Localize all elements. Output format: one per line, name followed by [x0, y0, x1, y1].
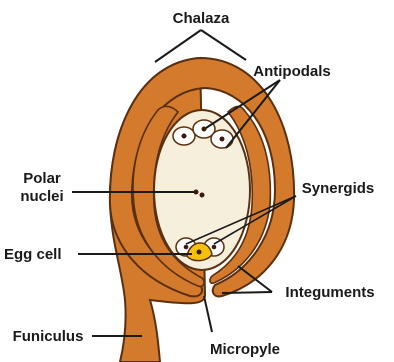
- integuments-leader: [222, 292, 272, 293]
- antipodals-label: Antipodals: [253, 63, 331, 80]
- antipodal-nucleus: [220, 137, 225, 142]
- chalaza-label: Chalaza: [173, 10, 230, 27]
- polar-nucleus: [194, 190, 199, 195]
- egg-cell-label: Egg cell: [4, 246, 62, 263]
- polar-nuclei-label-line1: Polar: [23, 170, 61, 187]
- synergids-label: Synergids: [302, 180, 375, 197]
- antipodal-nucleus: [182, 134, 187, 139]
- chalaza-leader: [155, 30, 201, 62]
- chalaza-leader: [201, 30, 246, 60]
- polar-nuclei-label-line2: nuclei: [20, 188, 63, 205]
- egg-nucleus: [197, 250, 202, 255]
- embryo-sac: [154, 110, 250, 270]
- synergid-nucleus: [184, 245, 189, 250]
- polar-nucleus: [200, 193, 205, 198]
- synergid-nucleus: [212, 245, 217, 250]
- funiculus-label: Funiculus: [13, 328, 84, 345]
- micropyle-label: Micropyle: [210, 341, 280, 358]
- micropyle-leader: [204, 296, 212, 332]
- integuments-label: Integuments: [285, 284, 374, 301]
